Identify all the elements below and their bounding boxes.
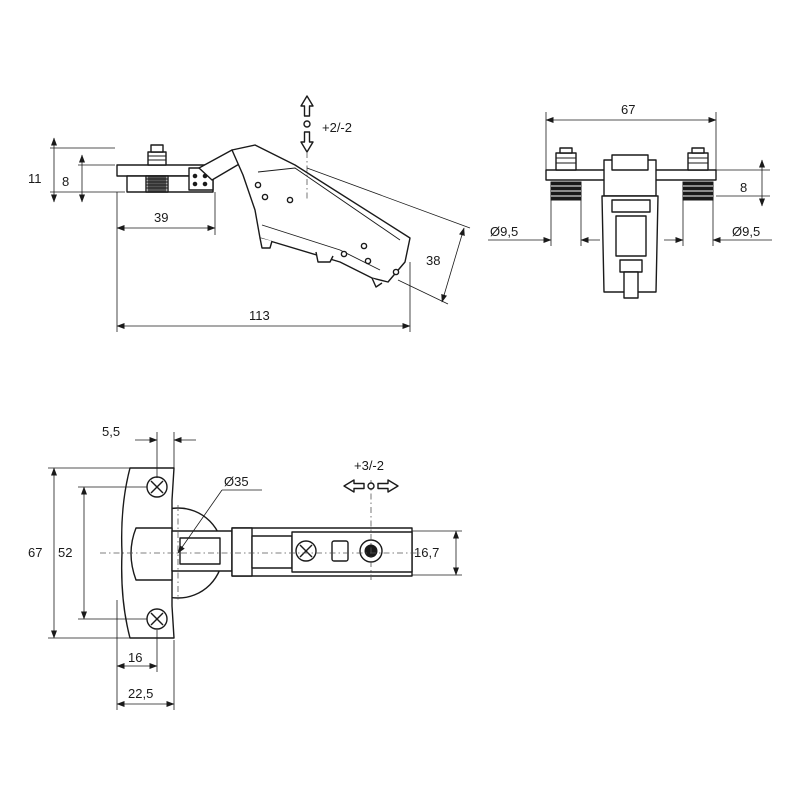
dim-edge-offset: 5,5 xyxy=(102,424,120,439)
flange-screw-top-icon xyxy=(146,476,168,498)
dim-cup-dia: Ø35 xyxy=(224,474,249,489)
dim-arm-length: 38 xyxy=(426,253,440,268)
dim-height-plate: 8 xyxy=(62,174,69,189)
dim-screw-dia-left: Ø9,5 xyxy=(490,224,518,239)
front-view: 67 8 Ø9,5 Ø9,5 xyxy=(488,102,772,299)
height-adjust-arrow-icon xyxy=(300,95,314,200)
dim-edge-to-center: 22,5 xyxy=(128,686,153,701)
screw-head-icon xyxy=(147,144,167,166)
arm-slot xyxy=(331,540,349,562)
dim-cup-height: 67 xyxy=(28,545,42,560)
dim-screw-spacing: 52 xyxy=(58,545,72,560)
dim-cup-to-center: 16 xyxy=(128,650,142,665)
dim-plate-length: 39 xyxy=(154,210,168,225)
left-screw-icon xyxy=(550,147,582,201)
depth-adjust-label: +3/-2 xyxy=(354,458,384,473)
height-adjust-label: +2/-2 xyxy=(322,120,352,135)
side-view: +2/-2 11 8 39 113 38 xyxy=(28,95,471,332)
dim-screw-dia-right: Ø9,5 xyxy=(732,224,760,239)
top-view: +3/-2 5,5 Ø35 67 52 16,7 16 22 xyxy=(28,424,462,710)
dim-arm-width: 16,7 xyxy=(414,545,439,560)
arm-screw-icon xyxy=(295,540,317,562)
dim-height-total: 11 xyxy=(28,171,42,186)
right-screw-icon xyxy=(682,147,714,201)
depth-adjust-arrow-icon xyxy=(343,479,399,493)
threaded-insert xyxy=(145,175,169,193)
dim-overall-length: 113 xyxy=(249,308,270,323)
dim-front-screw-spacing: 67 xyxy=(621,102,635,117)
dim-front-plate-height: 8 xyxy=(740,180,747,195)
flange-screw-bottom-icon xyxy=(146,608,168,630)
